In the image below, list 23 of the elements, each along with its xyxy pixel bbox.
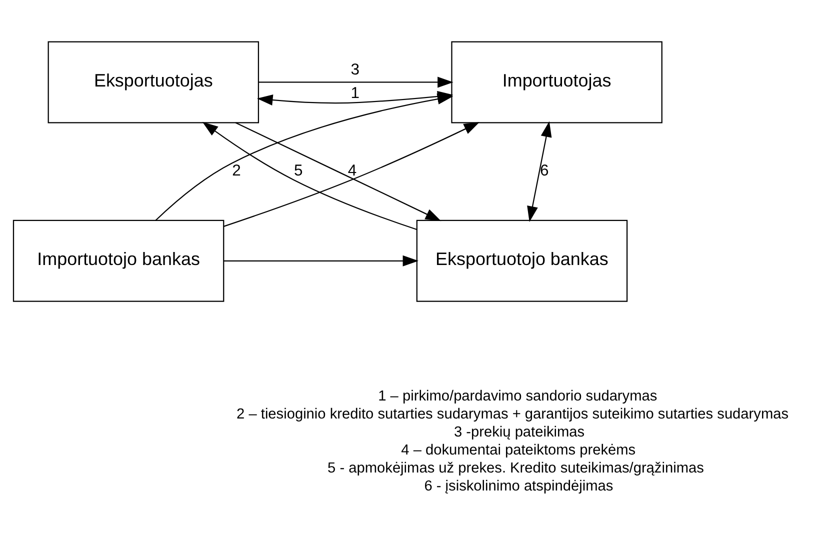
label: 2 – tiesioginio kredito sutarties sudarymas + garantijos suteikimo sutarties sudarymas [236, 406, 788, 423]
node-box: Eksportuotojo bankas [416, 220, 628, 302]
arrow [154, 94, 453, 221]
label: 4 – dokumentai pateiktoms prekėms [400, 442, 636, 459]
edge-label: 3 [350, 62, 359, 79]
edge-label: 4 [347, 162, 356, 180]
label: 5 - apmokėjimas už prekes. Kredito suteikimas/grąžinimas [327, 460, 704, 477]
node-box: Importuotojo bankas [12, 220, 224, 302]
edge-label: 5 [293, 162, 302, 180]
arrow [223, 255, 418, 266]
arrow [234, 122, 441, 222]
edge-label: 1 [350, 85, 359, 102]
edge-label: 6 [540, 162, 548, 180]
node-box: Eksportuotojas [47, 41, 259, 124]
edge-label: 2 [232, 162, 240, 180]
arrow [202, 122, 416, 230]
node-box: Importuotojas [450, 41, 662, 124]
label: 1 – pirkimo/pardavimo sandorio sudarymas [378, 388, 657, 405]
arrow [223, 122, 480, 227]
arrow [258, 76, 453, 88]
arrow [526, 121, 552, 222]
label: 6 - įsiskolinimo atspindėjimas [424, 478, 613, 495]
label: 3 -prekių pateikimas [453, 424, 584, 441]
